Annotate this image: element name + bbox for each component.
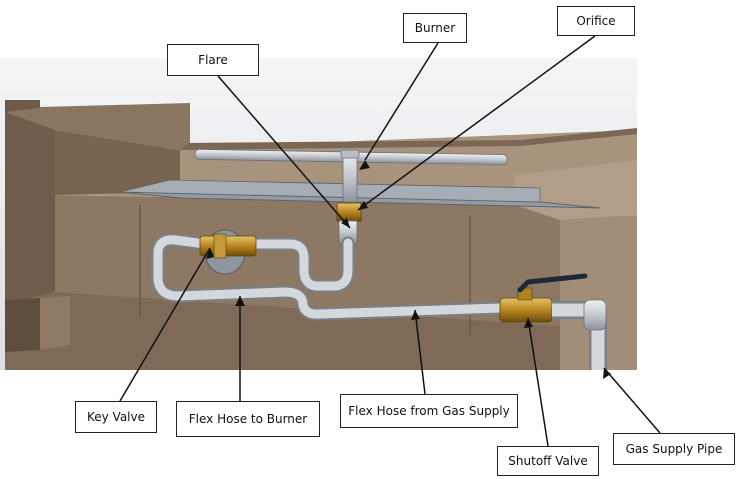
shutoff-valve-handle xyxy=(517,273,588,293)
label-key-valve: Key Valve xyxy=(75,401,157,433)
label-gas-supply-pipe: Gas Supply Pipe xyxy=(613,433,735,465)
pipe-elbow xyxy=(583,299,607,331)
leader-shutoff xyxy=(527,317,549,447)
leader-supply-pipe xyxy=(603,367,661,434)
left-wall-top xyxy=(5,100,40,112)
shutoff-valve-body xyxy=(499,297,553,323)
ledge-step xyxy=(5,298,40,352)
ledge-step-front xyxy=(40,296,70,350)
leader-orifice xyxy=(357,35,596,211)
label-shutoff-valve: Shutoff Valve xyxy=(497,446,599,476)
label-flex-hose-from-gas-supply: Flex Hose from Gas Supply xyxy=(340,394,518,428)
label-orifice: Orifice xyxy=(557,6,635,36)
counter-top-slab xyxy=(180,128,637,150)
leader-burner xyxy=(364,42,439,161)
lower-ledge xyxy=(5,292,620,370)
right-wall xyxy=(560,215,637,370)
label-burner: Burner xyxy=(403,13,467,43)
leader-lines xyxy=(119,35,661,447)
label-flex-hose-to-burner: Flex Hose to Burner xyxy=(176,401,320,437)
label-flare: Flare xyxy=(167,44,259,76)
leader-flex-supply xyxy=(414,309,426,395)
leader-flare xyxy=(217,75,351,229)
burner-riser xyxy=(342,151,358,203)
left-wall-inner xyxy=(55,130,180,195)
burner-riser-cap xyxy=(340,149,360,159)
leader-arrowheads xyxy=(206,160,611,379)
left-wall-face xyxy=(5,112,55,305)
burner-pan-back xyxy=(119,179,541,203)
leader-key-valve xyxy=(119,247,211,402)
